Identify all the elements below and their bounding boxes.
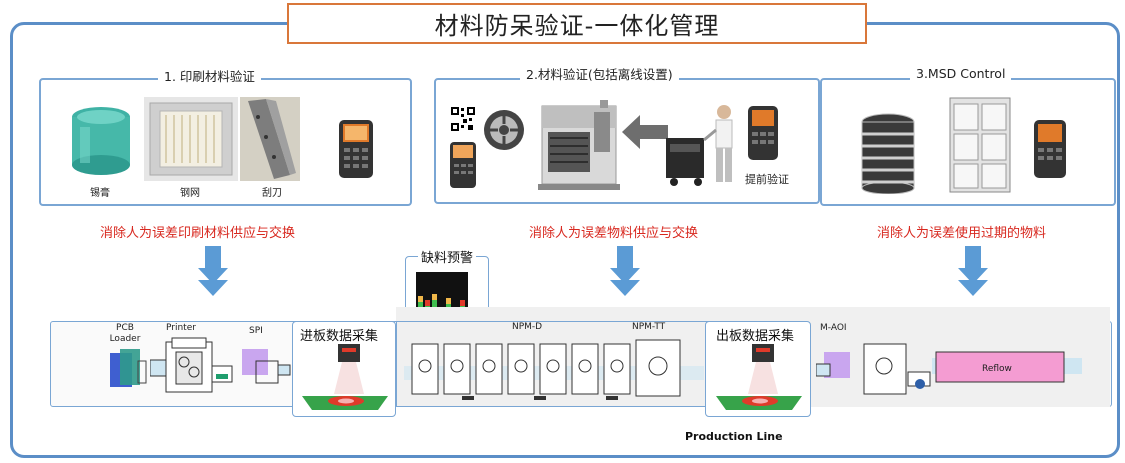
machine-label-pcb-loader: PCB Loader [109,323,141,344]
dry-cabinet-image [949,97,1011,193]
caption-solder-paste: 锡膏 [90,188,110,199]
machine-label-reflow: Reflow [982,364,1012,374]
page-title: 材料防呆验证-一体化管理 [287,3,867,44]
reel-stack-image [861,113,915,194]
down-arrow-icon [610,246,640,296]
machine-label-npm-tt: NPM-TT [632,322,666,332]
placement-line-machines-image [404,339,704,400]
machine-label-npm-d: NPM-D [512,322,543,332]
panel-label-msd-control: 3.MSD Control [910,66,1012,81]
outbound-scanner-image [716,344,802,410]
offline-verification-cart-image [666,105,733,186]
note-print-material: 消除人为误差印刷材料供应与交换 [100,226,296,241]
machine-label-printer: Printer [166,323,196,333]
left-arrow-icon [622,115,668,149]
inbound-scanner-image [302,344,388,410]
spi-machine-image [242,349,291,384]
caption-pre-verification: 提前验证 [745,173,789,186]
inbound-data-collection-label: 进板数据采集 [300,329,379,344]
handheld-scanner-verify-image [748,106,778,160]
note-material-verification: 消除人为误差物料供应与交换 [529,226,699,241]
reflow-oven-image [932,351,1082,383]
down-arrow-icon [958,246,988,296]
machine-label-spi: SPI [249,326,263,336]
stencil-image [144,97,238,181]
panel-label-material-verification: 2.材料验证(包括离线设置) [520,64,679,83]
caption-squeegee: 刮刀 [262,188,282,199]
handheld-scanner-image [339,120,373,178]
squeegee-image [240,97,300,181]
handheld-scanner-msd-image [1034,120,1066,178]
solder-paste-jar-image [72,107,130,175]
note-msd-control: 消除人为误差使用过期的物料 [877,226,1047,241]
shortage-warning-label: 缺料预警 [418,247,477,266]
printer-machine-image [150,337,233,393]
pcb-loader-machine-image [110,349,147,387]
qr-code-icon [450,106,476,132]
down-arrow-icon [198,246,228,296]
placement-machine-image [538,100,620,190]
outbound-data-collection-label: 出板数据采集 [716,329,795,344]
handheld-scanner-small-image [450,142,476,188]
machine-label-m-aoi: M-AOI [820,323,847,333]
panel-label-print-material: 1. 印刷材料验证 [158,66,261,85]
caption-stencil: 钢网 [180,188,200,199]
production-line-caption: Production Line [685,430,783,443]
m-aoi-machine-image [816,343,931,395]
tape-reel-image [484,110,524,150]
